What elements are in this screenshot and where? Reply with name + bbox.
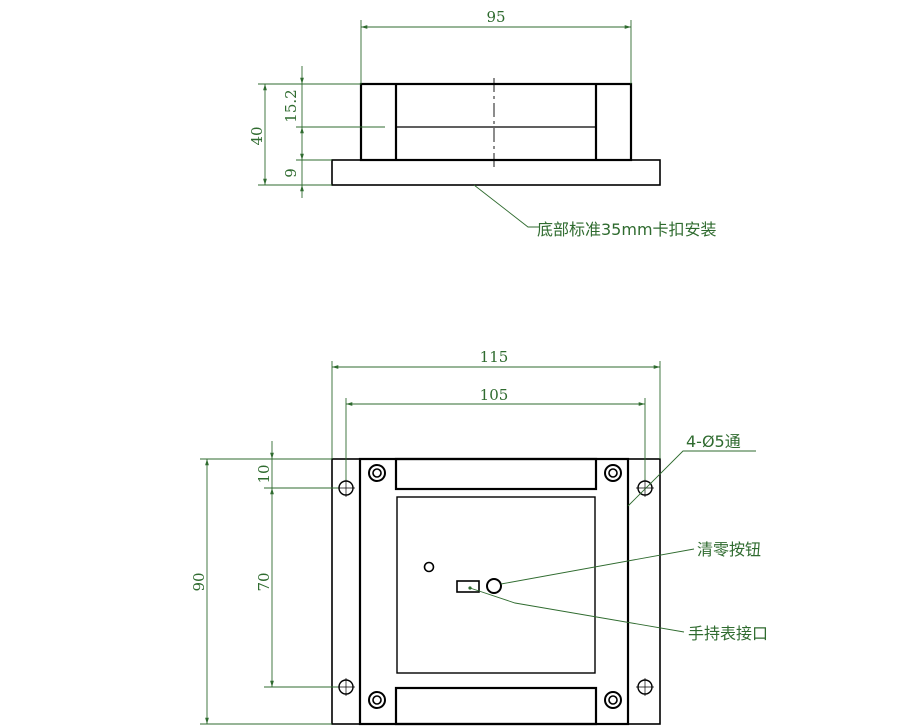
offset-10-label: 10 (255, 464, 273, 483)
mount-hole-top-left (337, 479, 355, 497)
screw-bottom-left (368, 691, 386, 709)
rail-note-leader (473, 184, 540, 228)
width-95-label: 95 (486, 8, 505, 26)
screw-top-right (604, 464, 622, 482)
top-base-outline (331, 458, 661, 725)
mount-hole-bottom-right (636, 678, 654, 696)
top-strip (394, 457, 598, 491)
holes-note-leader (627, 450, 756, 507)
indicator-led (423, 561, 435, 573)
mount-hole-bottom-left (337, 678, 355, 696)
base-plate (331, 159, 661, 186)
side-view: 95 40 15.2 9 底部标准35mm卡扣安装 (248, 8, 717, 239)
reset-button-note: 清零按钮 (697, 540, 761, 559)
upper-15-2-label: 15.2 (282, 89, 300, 122)
screw-top-left (368, 464, 386, 482)
vertical-70-label: 70 (255, 572, 273, 591)
bottom-strip (394, 686, 598, 726)
width-115-label: 115 (480, 348, 509, 366)
handheld-port-note: 手持表接口 (688, 624, 768, 643)
base-9-label: 9 (282, 168, 300, 178)
handheld-port (456, 580, 480, 593)
reset-note-leader (500, 548, 695, 585)
reset-button (486, 578, 502, 594)
mount-hole-top-right (636, 479, 654, 497)
mount-holes-note: 4-Ø5通 (686, 432, 741, 451)
top-view: 115 105 90 70 10 4-Ø5通 清零按钮 手持表接口 (190, 348, 768, 726)
screw-bottom-right (604, 691, 622, 709)
top-housing-outline (358, 457, 630, 726)
port-note-leader (469, 587, 685, 633)
side-body (359, 82, 633, 162)
height-40-label: 40 (248, 126, 266, 145)
height-90-label: 90 (190, 572, 208, 591)
spacing-105-label: 105 (480, 386, 509, 404)
rail-mount-note: 底部标准35mm卡扣安装 (537, 220, 717, 239)
center-panel (396, 496, 596, 674)
